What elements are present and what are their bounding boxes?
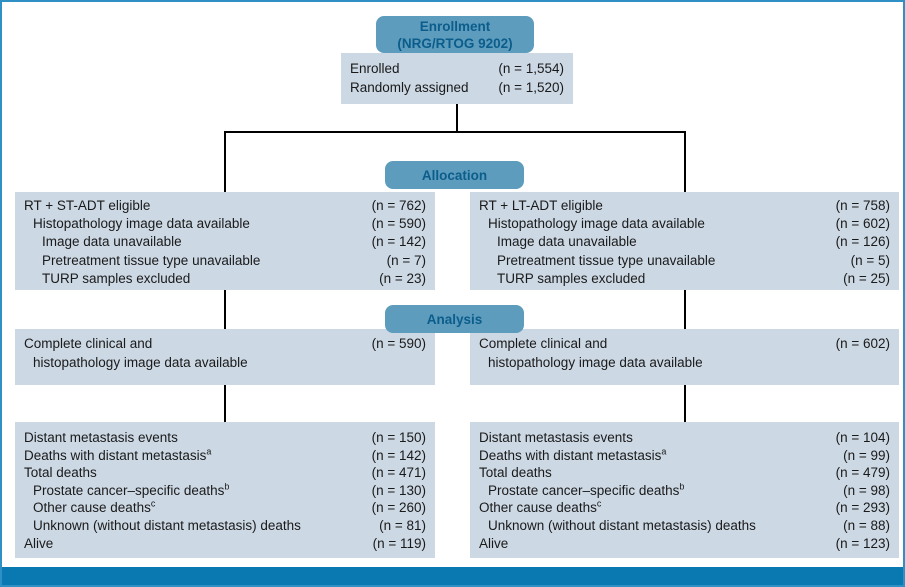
flow-row: Pretreatment tissue type unavailable (n … — [497, 252, 890, 268]
arm-lt-adt-allocation-box: RT + LT-ADT eligible (n = 758) Histopath… — [470, 192, 899, 290]
enrollment-header-line1: Enrollment — [419, 18, 491, 34]
flow-row: Alive (n = 119) — [24, 535, 426, 551]
flow-row: histopathology image data available — [33, 355, 248, 370]
flow-row: Distant metastasis events (n = 150) — [24, 430, 426, 445]
enrollment-header-line2: (NRG/RTOG 9202) — [397, 35, 513, 51]
flow-row: Prostate cancer–specific deathsb (n = 13… — [33, 481, 426, 498]
connector-line — [224, 131, 686, 133]
flow-row: Histopathology image data available (n =… — [33, 216, 426, 232]
flow-row: Complete clinical and (n = 602) — [479, 336, 890, 351]
flow-row: Histopathology image data available (n =… — [488, 216, 890, 232]
flow-row: TURP samples excluded (n = 23) — [42, 270, 426, 286]
arm-st-adt-analysis-box: Complete clinical and (n = 590) histopat… — [15, 329, 435, 385]
footnote-marker: a — [206, 446, 212, 457]
footnote-marker: c — [150, 498, 156, 509]
flow-row: Image data unavailable (n = 126) — [497, 234, 890, 250]
bottom-accent-bar — [2, 567, 903, 585]
flow-row: Deaths with distant metastasisa (n = 142… — [24, 446, 426, 463]
flow-row: RT + ST-ADT eligible (n = 762) — [24, 198, 426, 213]
arm-lt-adt-outcomes-box: Distant metastasis events (n = 104) Deat… — [470, 422, 899, 558]
footnote-marker: c — [596, 498, 602, 509]
flow-row: Total deaths (n = 471) — [24, 465, 426, 481]
flow-row: Randomly assigned (n = 1,520) — [350, 80, 564, 95]
flow-row: Unknown (without distant metastasis) dea… — [33, 517, 426, 533]
connector-line — [684, 385, 686, 423]
allocation-header: Allocation — [385, 161, 524, 189]
connector-line — [224, 290, 226, 330]
flow-row: Complete clinical and (n = 590) — [24, 336, 426, 351]
flow-row: Total deaths (n = 479) — [479, 465, 890, 481]
flow-row: Prostate cancer–specific deathsb (n = 98… — [488, 481, 890, 498]
flow-row: Deaths with distant metastasisa (n = 99) — [479, 446, 890, 463]
flow-row: Unknown (without distant metastasis) dea… — [488, 517, 890, 533]
connector-line — [224, 385, 226, 423]
arm-lt-adt-analysis-box: Complete clinical and (n = 602) histopat… — [470, 329, 899, 385]
connector-line — [224, 131, 226, 193]
arm-st-adt-outcomes-box: Distant metastasis events (n = 150) Deat… — [15, 422, 435, 558]
footnote-marker: a — [661, 446, 667, 457]
flow-row: Alive (n = 123) — [479, 535, 890, 551]
flow-row: Pretreatment tissue type unavailable (n … — [42, 252, 426, 268]
flow-row: Other cause deathsc (n = 260) — [33, 498, 426, 516]
analysis-header: Analysis — [385, 305, 524, 333]
flow-row: histopathology image data available — [488, 355, 703, 370]
flow-row: Image data unavailable (n = 142) — [42, 234, 426, 250]
flow-row: Other cause deathsc (n = 293) — [479, 498, 890, 516]
enrollment-header: Enrollment (NRG/RTOG 9202) — [376, 16, 534, 53]
connector-line — [684, 131, 686, 193]
enrollment-box: Enrolled (n = 1,554) Randomly assigned (… — [341, 53, 573, 104]
connector-line — [456, 104, 458, 133]
footnote-marker: b — [679, 481, 685, 492]
flow-row: RT + LT-ADT eligible (n = 758) — [479, 198, 890, 213]
footnote-marker: b — [224, 481, 230, 492]
arm-st-adt-allocation-box: RT + ST-ADT eligible (n = 762) Histopath… — [15, 192, 435, 290]
flow-row: Enrolled (n = 1,554) — [350, 61, 564, 76]
flow-row: TURP samples excluded (n = 25) — [497, 270, 890, 286]
connector-line — [684, 290, 686, 330]
flow-row: Distant metastasis events (n = 104) — [479, 430, 890, 445]
